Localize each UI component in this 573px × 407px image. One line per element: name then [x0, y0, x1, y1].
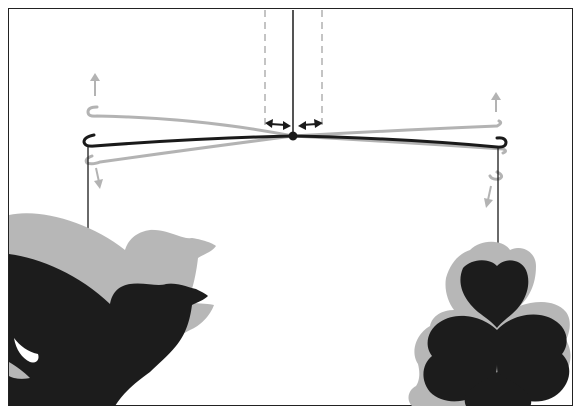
clover-leaf-top: [460, 260, 529, 328]
pivot-dot-icon: [288, 131, 298, 141]
bird-tail-shadow: [9, 362, 30, 379]
bird-wing-notch: [14, 338, 39, 363]
clover-leaf-left: [423, 315, 497, 402]
bird-silhouette-icon: [9, 213, 216, 406]
arrow-down-icon: [94, 167, 103, 189]
arrow-up-icon: [491, 92, 501, 112]
dashed-guides: [264, 10, 323, 127]
arrow-up-icon: [90, 73, 100, 96]
double-arrow-icon: [298, 119, 323, 130]
double-arrow-icon: [265, 119, 291, 130]
ghost-arrows: [90, 73, 501, 208]
ghost-rods: [84, 105, 507, 181]
bird-body: [9, 254, 208, 406]
clover-leaf-right: [497, 314, 570, 402]
clover-leaf-bottom: [464, 372, 532, 406]
arrow-down-icon: [484, 185, 493, 208]
four-leaf-clover-silhouette-icon: [408, 241, 571, 406]
